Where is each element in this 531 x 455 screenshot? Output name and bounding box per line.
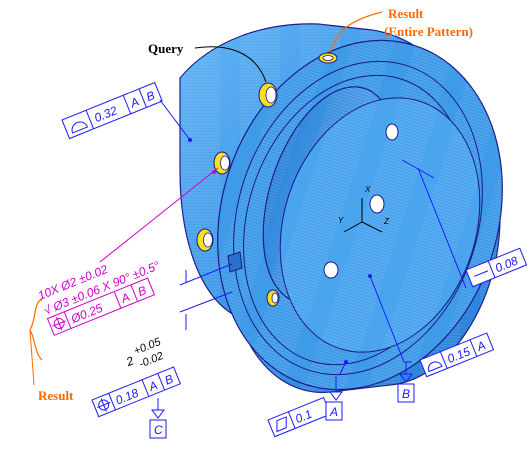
datum-a-label: A (329, 405, 338, 419)
profile-surface-symbol (427, 361, 443, 373)
datum-a-box (325, 401, 343, 421)
axis-z-label: Z (383, 217, 390, 226)
slot-dim-nominal: 2 (123, 353, 136, 369)
result-top-sublabel: (Entire Pattern) (384, 24, 473, 39)
position-icon (52, 316, 66, 331)
axis-x-label: X (364, 185, 371, 194)
result-top-label: Result (388, 6, 424, 21)
hole-pattern-callout[interactable]: 10X Ø2 ±0.02 √ Ø3 ±0.06 X 90° ±0.5° Ø0.2… (36, 243, 169, 336)
datum-b-label: B (402, 387, 410, 401)
coordinate-triad: X Z Y (338, 185, 390, 233)
face-holes (323, 123, 399, 279)
profile-surface-symbol (71, 121, 89, 134)
fcf-profile-surface[interactable]: 0.32 A B (61, 81, 163, 140)
fcf-flatness-tolerance: 0.1 (293, 407, 314, 426)
face-hole (323, 261, 339, 279)
datum-c-label: C (154, 423, 163, 437)
position-icon (97, 398, 111, 412)
part-ring-outer (233, 60, 483, 376)
straightness-icon (473, 270, 489, 277)
hole-pattern-highlight (196, 52, 338, 307)
result-top-leader (329, 11, 383, 53)
axis-y-label: Y (338, 216, 344, 225)
fcf-profile-bore[interactable]: 0.15 A B (368, 274, 495, 403)
hole-pattern-leader (99, 167, 219, 263)
datum-c-box (149, 419, 167, 439)
face-hole (385, 123, 399, 141)
query-label: Query (148, 41, 184, 56)
fcf-straightness[interactable]: 0.08 (401, 159, 528, 289)
fcf-slot-position[interactable]: 0.18 A B C (91, 366, 181, 439)
flatness-icon (276, 416, 287, 433)
highlighted-hole (318, 52, 338, 64)
part-slot-notch (227, 251, 243, 273)
result-left-label: Result (38, 388, 74, 403)
datum-b-box (397, 383, 415, 403)
highlighted-hole (258, 82, 278, 108)
profile-surface-leader (159, 99, 191, 141)
face-hole (369, 194, 385, 214)
flange-part: X Z Y (179, 23, 503, 393)
query-leader (194, 46, 267, 83)
fcf-flatness[interactable]: 0.1 A (267, 360, 348, 438)
highlighted-hole (196, 228, 214, 252)
countersink-symbol: √ (42, 302, 54, 318)
highlighted-hole (213, 151, 231, 175)
highlighted-hole (266, 289, 280, 307)
